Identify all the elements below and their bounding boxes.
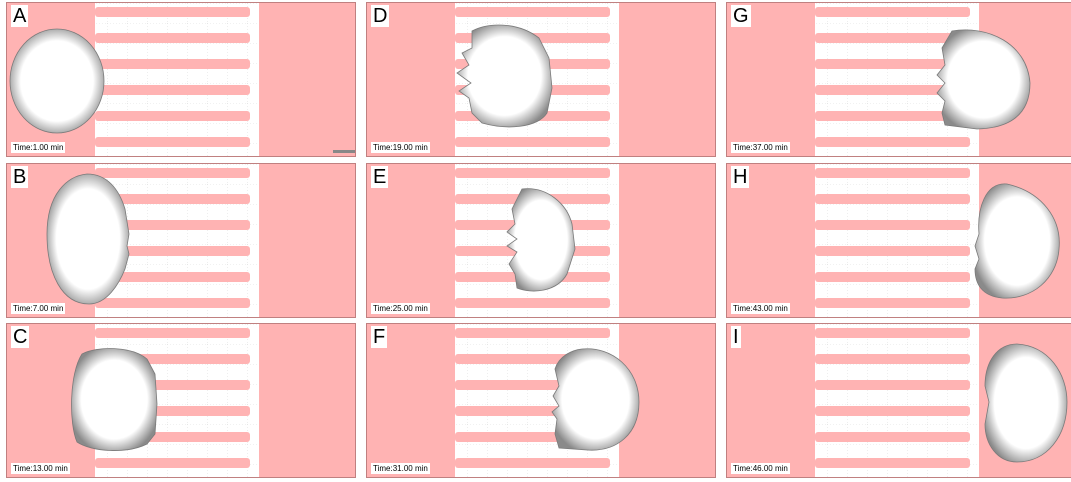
panel-b: B Time:7.00 min <box>6 163 356 318</box>
time-label: Time:46.00 min <box>731 463 790 474</box>
panel-label: E <box>371 166 388 188</box>
panel-a: A Time:1.00 min <box>6 2 356 157</box>
time-label: Time:43.00 min <box>731 303 790 314</box>
cell <box>72 349 157 451</box>
panel-h-scene <box>727 164 1071 318</box>
panel-label: I <box>731 326 741 348</box>
time-label: Time:25.00 min <box>371 303 430 314</box>
scale-bar <box>333 150 355 153</box>
panel-f-scene <box>367 324 716 478</box>
panel-i: I Time:46.00 min <box>726 323 1071 478</box>
panel-label: H <box>731 166 749 188</box>
panel-c-scene <box>7 324 356 478</box>
panel-label: B <box>11 166 28 188</box>
grid-dots <box>95 3 261 157</box>
panel-i-scene <box>727 324 1071 478</box>
time-label: Time:19.00 min <box>371 142 430 153</box>
panel-label: G <box>731 5 751 27</box>
panel-label: F <box>371 326 387 348</box>
panel-f: F Time:31.00 min <box>366 323 716 478</box>
panel-b-scene <box>7 164 356 318</box>
panel-g: G Time:37.00 min <box>726 2 1071 157</box>
panel-e-scene <box>367 164 716 318</box>
panel-label: C <box>11 326 29 348</box>
panel-c: C Time:13.00 min <box>6 323 356 478</box>
cell <box>10 29 104 133</box>
time-label: Time:37.00 min <box>731 142 790 153</box>
panel-label: A <box>11 5 28 27</box>
right-pad <box>259 3 356 157</box>
panel-e: E Time:25.00 min <box>366 163 716 318</box>
time-label: Time:1.00 min <box>11 142 65 153</box>
cell <box>47 174 129 304</box>
panel-h: H Time:43.00 min <box>726 163 1071 318</box>
panel-g-scene <box>727 3 1071 157</box>
time-label: Time:7.00 min <box>11 303 65 314</box>
time-label: Time:31.00 min <box>371 463 430 474</box>
panel-label: D <box>371 5 389 27</box>
panel-a-scene <box>7 3 356 157</box>
panel-d-scene <box>367 3 716 157</box>
time-label: Time:13.00 min <box>11 463 70 474</box>
panel-d: D Time:19.00 min <box>366 2 716 157</box>
